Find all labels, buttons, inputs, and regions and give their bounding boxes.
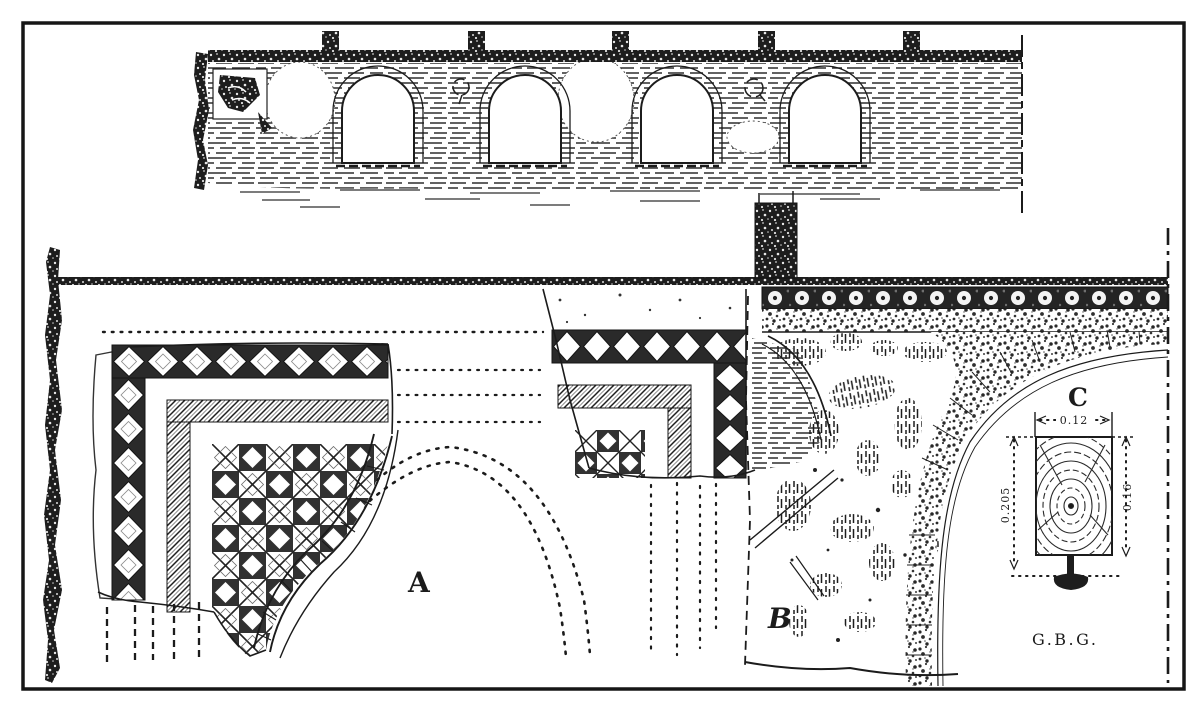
arch-niche-1 [332,65,424,168]
fragment-a-outline [97,342,394,657]
fragment-a-dashes [105,602,201,664]
wall-elevation [193,31,1023,218]
diamond-border-band [551,329,747,364]
arched-niches [332,65,871,168]
signature-initials: G.B.G. [1032,630,1098,649]
wall-edge-strip [43,247,62,683]
growth-rings [1036,437,1112,555]
wall-post [903,31,920,52]
diamond-border-band [713,362,747,479]
plaster-speckles [558,293,732,324]
hanging-dotted-lines [649,481,718,657]
hatch-border-band [667,407,692,479]
grit-frieze-band [762,309,1168,332]
elevation-rough-edge [193,52,209,190]
wall-post [468,31,485,52]
arch-niche-4 [779,65,871,168]
wall-posts [322,31,920,52]
section-a-label: A [407,566,431,599]
incised-circle-marks [452,78,766,105]
arch-molding-band [253,429,399,659]
diamond-border-band [111,377,146,601]
hatch-border-band [166,421,191,613]
wall-post [758,31,775,52]
wall-post [612,31,629,52]
section-b-label: B [767,602,792,635]
course-dotted-lines [396,368,542,424]
fresco-fragment-b: B [744,286,1169,687]
hatch-border-band [557,384,692,409]
dimension-width: 0.12 [1034,412,1113,437]
checkerboard-field [575,430,645,478]
wall-top-band [208,50,1022,62]
brick-patch [752,338,822,472]
detail-c-beam-section: C 0.12 0.205 [999,383,1136,590]
dimension-height-right: 0.16 [1112,435,1136,558]
corbel-fragment [212,68,272,134]
plaster-loss-patch [726,120,780,154]
fragment-b-outline [744,295,959,677]
voussoir-joints [906,329,1141,656]
wall-rubble-dashes [240,189,1000,208]
archivolt-lines [937,349,1169,687]
pier-stub [754,191,798,279]
dim-height-left-value: 0.205 [999,487,1012,524]
dim-height-right-value: 0.16 [1121,483,1134,512]
architrave-line [58,277,1168,285]
arch-dotted-outline [340,445,592,659]
nail-icon [1053,556,1089,590]
arch-niche-3 [631,65,723,168]
voussoir-arch-band [905,332,1168,686]
diamond-border-band [111,344,389,379]
hatch-border-band [166,399,389,423]
dimension-height-left: 0.205 [999,435,1034,571]
arch-niche-2 [479,65,571,168]
wall-post [322,31,339,52]
fragment-middle-mosaic [542,288,756,657]
rosette-frieze-band [761,286,1169,310]
beam-section-outline [1035,436,1113,556]
plaster-loss-patch [264,61,336,139]
detail-c-label: C [1068,383,1088,412]
dim-width-value: 0.12 [1060,414,1089,427]
